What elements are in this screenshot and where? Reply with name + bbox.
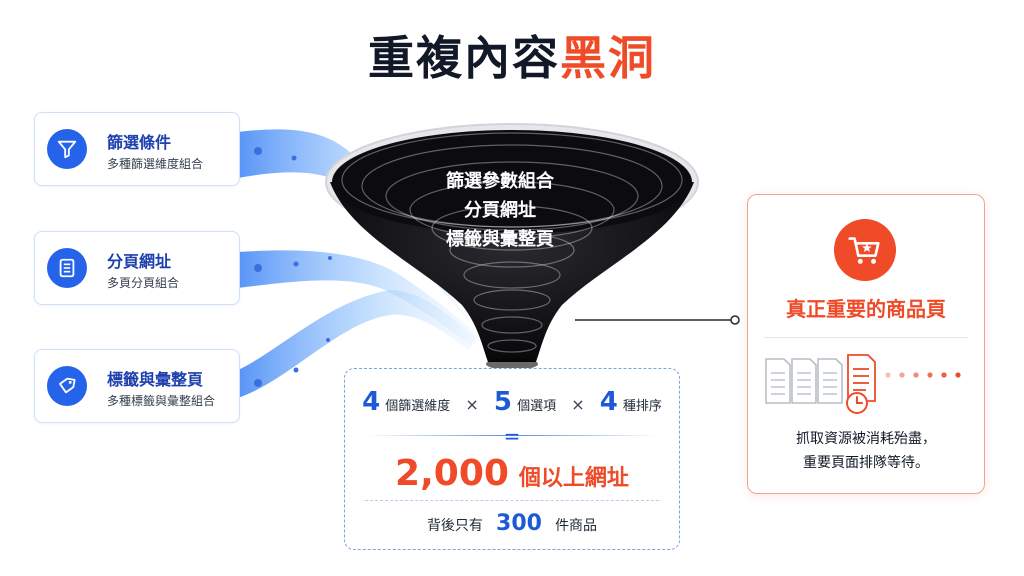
source-card-pagination: 分頁網址 多頁分頁組合 bbox=[34, 231, 240, 305]
url-calculation-box: 4 個篩選維度 × 5 個選項 × 4 種排序 = 2,000 個以上網址 背後只… bbox=[344, 368, 680, 550]
stream-dot bbox=[254, 147, 262, 155]
stream-dot bbox=[293, 261, 299, 267]
important-page-title: 真正重要的商品頁 bbox=[786, 297, 946, 321]
source-subtitle: 多種標籤與彙整組合 bbox=[107, 394, 216, 408]
title-main: 重複內容 bbox=[368, 31, 560, 85]
total-urls: 2,000 個以上網址 bbox=[345, 453, 679, 494]
document-icon bbox=[47, 248, 87, 288]
filter-dimension-count: 4 bbox=[362, 387, 381, 417]
stream-dot bbox=[326, 338, 330, 342]
stream-tags bbox=[238, 290, 478, 398]
source-title: 篩選條件 bbox=[107, 133, 172, 152]
source-subtitle: 多頁分頁組合 bbox=[107, 276, 180, 290]
funnel-line: 篩選參數組合 bbox=[446, 171, 554, 192]
product-count: 300 bbox=[496, 511, 542, 536]
stream-dot bbox=[291, 155, 297, 161]
total-url-label: 個以上網址 bbox=[518, 466, 629, 491]
funnel-label: 篩選參數組合 分頁網址 標籤與彙整頁 bbox=[430, 167, 570, 254]
stream-dot bbox=[254, 379, 262, 387]
product-count-row: 背後只有 300 件商品 bbox=[345, 511, 679, 536]
times-sign: × bbox=[571, 395, 585, 414]
filter-dimension-label: 個篩選維度 bbox=[385, 399, 451, 414]
source-card-tags: 標籤與彙整頁 多種標籤與彙整組合 bbox=[34, 349, 240, 423]
option-count: 5 bbox=[493, 387, 512, 417]
description-line: 抓取資源被消耗殆盡， bbox=[796, 431, 936, 447]
dashed-divider bbox=[365, 500, 659, 501]
stream-dot bbox=[254, 264, 262, 272]
description-line: 重要頁面排隊等待。 bbox=[803, 455, 929, 471]
connector-line bbox=[575, 315, 740, 325]
shopping-cart-star-icon bbox=[834, 219, 896, 281]
title-accent: 黑洞 bbox=[560, 31, 656, 85]
page-title: 重複內容黑洞 bbox=[0, 22, 1024, 88]
product-prefix: 背後只有 bbox=[426, 518, 483, 534]
source-title: 標籤與彙整頁 bbox=[107, 370, 204, 389]
source-title: 分頁網址 bbox=[107, 252, 172, 271]
sort-count: 4 bbox=[599, 387, 618, 417]
equals-divider bbox=[365, 435, 659, 436]
sort-label: 種排序 bbox=[622, 399, 662, 414]
documents-clock-icon bbox=[765, 354, 961, 414]
important-product-page-card: 真正重要的商品頁 抓取資源被消耗殆盡， 重要頁面排隊等待。 bbox=[747, 194, 985, 494]
funnel-line: 分頁網址 bbox=[464, 200, 536, 221]
tag-icon bbox=[47, 366, 87, 406]
funnel-line: 標籤與彙整頁 bbox=[446, 229, 554, 250]
times-sign: × bbox=[465, 395, 479, 414]
equals-sign: = bbox=[503, 424, 521, 448]
source-card-filters: 篩選條件 多種篩選維度組合 bbox=[34, 112, 240, 186]
stream-dot bbox=[328, 256, 332, 260]
card-divider bbox=[764, 337, 968, 338]
option-label: 個選項 bbox=[517, 399, 557, 414]
product-suffix: 件商品 bbox=[555, 518, 598, 534]
total-url-count: 2,000 bbox=[395, 453, 509, 494]
stream-pagination bbox=[238, 250, 478, 345]
filter-icon bbox=[47, 129, 87, 169]
source-subtitle: 多種篩選維度組合 bbox=[107, 157, 204, 171]
stream-dot bbox=[293, 367, 299, 373]
important-page-description: 抓取資源被消耗殆盡， 重要頁面排隊等待。 bbox=[748, 427, 984, 475]
multiplication-row: 4 個篩選維度 × 5 個選項 × 4 種排序 bbox=[345, 387, 679, 417]
